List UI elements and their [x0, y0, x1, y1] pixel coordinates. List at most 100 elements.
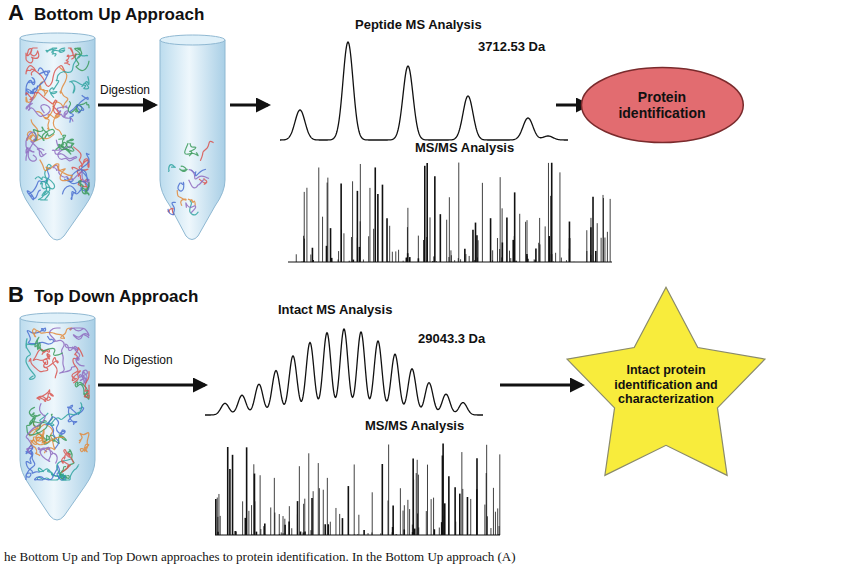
- protein-strand: [49, 328, 75, 373]
- ms-peak: [545, 226, 546, 262]
- ms-peak: [442, 516, 443, 535]
- ms-peak: [308, 453, 309, 535]
- ms-peak: [246, 447, 248, 535]
- ms-peak: [358, 515, 359, 535]
- protein-strand: [46, 417, 65, 449]
- ms-peak: [392, 532, 393, 535]
- ms-peak: [569, 222, 571, 262]
- protein-strand: [57, 459, 79, 480]
- ms-peak: [324, 524, 326, 535]
- ms-peak: [220, 516, 221, 535]
- ms-peak: [594, 261, 595, 262]
- ms-peak: [348, 486, 350, 535]
- ms-peak: [461, 452, 462, 535]
- ms-peak: [603, 195, 604, 262]
- ms-peak: [248, 511, 249, 535]
- protein-strand: [30, 68, 49, 94]
- ms-peak: [319, 488, 320, 535]
- ms-peak: [455, 522, 456, 535]
- protein-strand: [79, 433, 89, 452]
- protein-strand: [27, 168, 51, 199]
- ms-peak: [482, 183, 483, 262]
- ms-peak: [304, 499, 305, 535]
- protein-strand: [70, 328, 89, 339]
- ms-peak: [449, 197, 450, 262]
- protein-strand: [26, 48, 39, 63]
- ms-peak: [227, 447, 229, 535]
- ms-peak: [436, 534, 437, 535]
- ms-peak: [260, 529, 261, 535]
- ms-peak: [289, 506, 290, 535]
- ms-peak: [306, 188, 307, 262]
- ms-peak: [559, 172, 560, 262]
- ms-peak: [454, 260, 455, 262]
- ms-peak: [574, 261, 575, 262]
- ms-peak: [433, 498, 434, 535]
- ms-peak: [472, 534, 474, 536]
- protein-strand: [26, 97, 50, 116]
- ms-peak: [310, 255, 311, 262]
- ms-peak: [264, 524, 266, 535]
- ms-peak: [499, 526, 500, 535]
- ms-peak: [404, 505, 405, 535]
- ms-peak: [514, 192, 516, 262]
- ms-peak: [322, 217, 323, 262]
- ms-peak: [260, 475, 261, 535]
- protein-strand: [37, 390, 53, 401]
- protein-strand: [200, 141, 213, 161]
- ms-peak: [349, 534, 350, 535]
- ms-peak: [352, 181, 353, 262]
- protein-strand: [31, 434, 64, 456]
- ms-peak: [218, 494, 219, 535]
- ms-peak: [538, 243, 539, 262]
- ms-peak: [481, 534, 483, 536]
- ms-peak: [426, 511, 427, 535]
- protein-strand: [180, 166, 188, 171]
- ms-peak: [601, 238, 602, 262]
- protein-strand: [188, 180, 203, 188]
- ms-peak: [590, 255, 591, 262]
- ms-peak: [502, 208, 503, 262]
- star-shape: [567, 287, 765, 475]
- ms-peak: [607, 232, 608, 262]
- panel-letter: B: [8, 282, 24, 307]
- ms-peak: [382, 464, 384, 535]
- ms-peak: [412, 525, 413, 535]
- protein-strand: [52, 140, 76, 161]
- ms-peak: [389, 226, 390, 262]
- arrow: [98, 384, 205, 387]
- ms-peak: [444, 503, 446, 535]
- ms-peak: [312, 248, 314, 262]
- ms-peak: [442, 455, 444, 535]
- ms-peak: [360, 164, 361, 262]
- ms-peak: [274, 513, 275, 535]
- ms-peak: [339, 514, 340, 535]
- protein-strand: [189, 170, 209, 179]
- ms-peak: [368, 236, 369, 262]
- ms-peak: [291, 528, 292, 535]
- baseline: [288, 262, 612, 263]
- ms-peak: [392, 252, 393, 262]
- spectra: [205, 42, 612, 535]
- protein-strand: [178, 182, 184, 191]
- ms-peak: [251, 505, 252, 535]
- ms-peak: [232, 455, 234, 535]
- ms-peak: [462, 489, 463, 535]
- ms-peak: [283, 516, 284, 535]
- protein-strand: [26, 403, 45, 454]
- ms-peak: [418, 475, 419, 535]
- ms-peak: [398, 250, 399, 262]
- protein-strand: [38, 447, 57, 463]
- oval-shape: [581, 68, 743, 143]
- ms-peak: [318, 167, 319, 262]
- ms-peak: [472, 230, 474, 262]
- ms-peak: [500, 177, 501, 262]
- ms-peak: [217, 498, 218, 535]
- text-label: No Digestion: [104, 354, 173, 368]
- ms-peak: [426, 237, 427, 262]
- text-label: Intact MS Analysis: [278, 303, 392, 318]
- ms-peak: [460, 534, 461, 535]
- tube: [160, 35, 225, 240]
- ms-peak: [492, 250, 493, 262]
- ms-peak: [502, 242, 504, 262]
